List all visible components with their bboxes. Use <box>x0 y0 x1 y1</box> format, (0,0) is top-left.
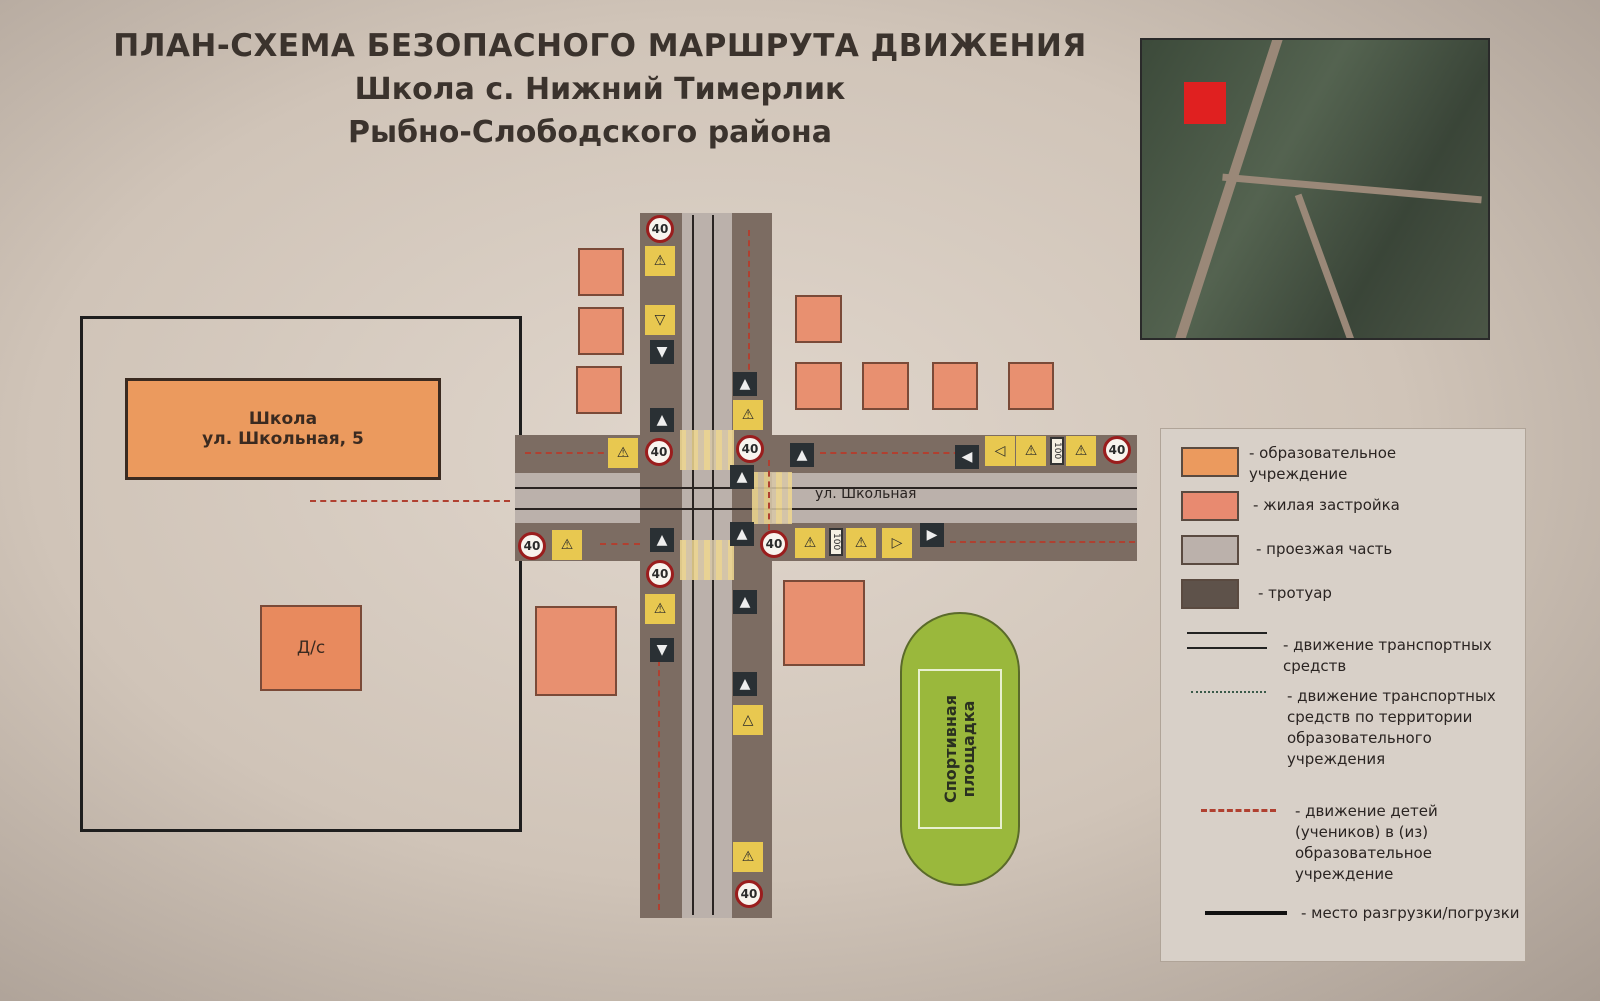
children-warning-sign: ⚠ <box>608 438 638 468</box>
crosswalk <box>680 430 734 470</box>
sidewalk-east <box>732 213 772 918</box>
roadway-horizontal <box>515 473 1137 523</box>
children-warning-sign: ⚠ <box>552 530 582 560</box>
sport-field-label-2: площадка <box>959 700 979 798</box>
children-warning-sign: ⚠ <box>733 842 763 872</box>
children-route <box>820 452 970 454</box>
crosswalk-sign: ▼ <box>650 340 674 364</box>
yield-sign: ◁ <box>985 436 1015 466</box>
legend-swatch-roadway <box>1181 535 1239 565</box>
children-warning-sign: ⚠ <box>1066 436 1096 466</box>
satellite-image <box>1140 38 1490 340</box>
speed-limit-sign: 40 <box>645 438 673 466</box>
legend-swatch-education <box>1181 447 1239 477</box>
children-route-to-school <box>310 500 510 502</box>
crosswalk <box>752 472 792 524</box>
crosswalk-sign: ▲ <box>733 372 757 396</box>
residential-building <box>795 295 842 343</box>
children-warning-sign: ⚠ <box>645 594 675 624</box>
legend-loading: - место разгрузки/погрузки <box>1301 904 1520 922</box>
title-line-3: Рыбно-Слободского района <box>347 115 833 150</box>
yield-sign: ▷ <box>882 528 912 558</box>
legend-territory-arrow <box>1191 691 1266 693</box>
kindergarten-building: Д/с <box>260 605 362 691</box>
residential-building <box>535 606 617 696</box>
crosswalk-sign: ▲ <box>733 672 757 696</box>
legend-roadway: - проезжая часть <box>1256 540 1393 558</box>
school-marker <box>1184 82 1226 124</box>
children-warning-sign: ⚠ <box>1016 436 1046 466</box>
crosswalk-sign: ▲ <box>650 408 674 432</box>
crosswalk-sign: ▶ <box>920 523 944 547</box>
traffic-line-west <box>515 487 1137 489</box>
legend-traffic: - движение транспортных средств <box>1283 636 1492 675</box>
residential-building <box>783 580 865 666</box>
legend-swatch-sidewalk <box>1181 579 1239 609</box>
crosswalk-sign: ▲ <box>650 528 674 552</box>
speed-limit-sign: 40 <box>646 560 674 588</box>
speed-limit-sign: 40 <box>1103 436 1131 464</box>
children-warning-sign: ⚠ <box>733 400 763 430</box>
children-route <box>525 452 635 454</box>
legend-sidewalk: - тротуар <box>1258 584 1332 602</box>
crosswalk-sign: ▲ <box>790 443 814 467</box>
speed-limit-sign: 40 <box>760 530 788 558</box>
title-line-1: ПЛАН-СХЕМА БЕЗОПАСНОГО МАРШРУТА ДВИЖЕНИЯ <box>113 28 1087 64</box>
yield-sign: △ <box>733 705 763 735</box>
distance-plate: 100 <box>1050 437 1064 465</box>
speed-limit-sign: 40 <box>646 215 674 243</box>
legend-education: - образовательное учреждение <box>1249 444 1397 483</box>
children-route <box>600 543 640 545</box>
crosswalk-sign: ▲ <box>733 590 757 614</box>
yield-sign: ▽ <box>645 305 675 335</box>
school-address: ул. Школьная, 5 <box>202 429 364 449</box>
crosswalk-sign: ▲ <box>730 522 754 546</box>
legend-traffic-territory: - движение транспортных средств по терри… <box>1287 687 1496 768</box>
residential-building <box>1008 362 1054 410</box>
legend-loading-line <box>1205 911 1287 915</box>
residential-building <box>576 366 622 414</box>
residential-building <box>932 362 978 410</box>
legend: - образовательное учреждение - жилая зас… <box>1160 428 1526 962</box>
legend-children: - движение детей (учеников) в (из) образ… <box>1295 802 1438 883</box>
traffic-line-east <box>515 508 1137 510</box>
legend-children-arrow <box>1201 809 1276 812</box>
speed-limit-sign: 40 <box>736 435 764 463</box>
residential-building <box>578 307 624 355</box>
speed-limit-sign: 40 <box>518 532 546 560</box>
legend-swatch-residential <box>1181 491 1239 521</box>
residential-building <box>578 248 624 296</box>
children-warning-sign: ⚠ <box>645 246 675 276</box>
children-route <box>768 460 770 530</box>
street-label: ул. Школьная <box>815 486 917 502</box>
residential-building <box>795 362 842 410</box>
legend-traffic-arrow <box>1187 632 1267 634</box>
children-warning-sign: ⚠ <box>795 528 825 558</box>
children-route <box>658 660 660 910</box>
distance-plate: 100 <box>829 528 843 556</box>
crosswalk-sign: ▼ <box>650 638 674 662</box>
crosswalk-sign: ◀ <box>955 445 979 469</box>
crosswalk-sign: ▲ <box>730 465 754 489</box>
school-name: Школа <box>248 409 318 429</box>
residential-building <box>862 362 909 410</box>
legend-residential: - жилая застройка <box>1253 496 1400 514</box>
school-building: Школа ул. Школьная, 5 <box>125 378 441 480</box>
title-line-2: Школа с. Нижний Тимерлик <box>354 72 846 107</box>
speed-limit-sign: 40 <box>735 880 763 908</box>
school-lot-boundary <box>80 316 522 832</box>
sport-field-label-1: Спортивная <box>941 695 961 803</box>
children-route <box>748 230 750 380</box>
crosswalk <box>680 540 734 580</box>
children-warning-sign: ⚠ <box>846 528 876 558</box>
children-route <box>950 541 1135 543</box>
